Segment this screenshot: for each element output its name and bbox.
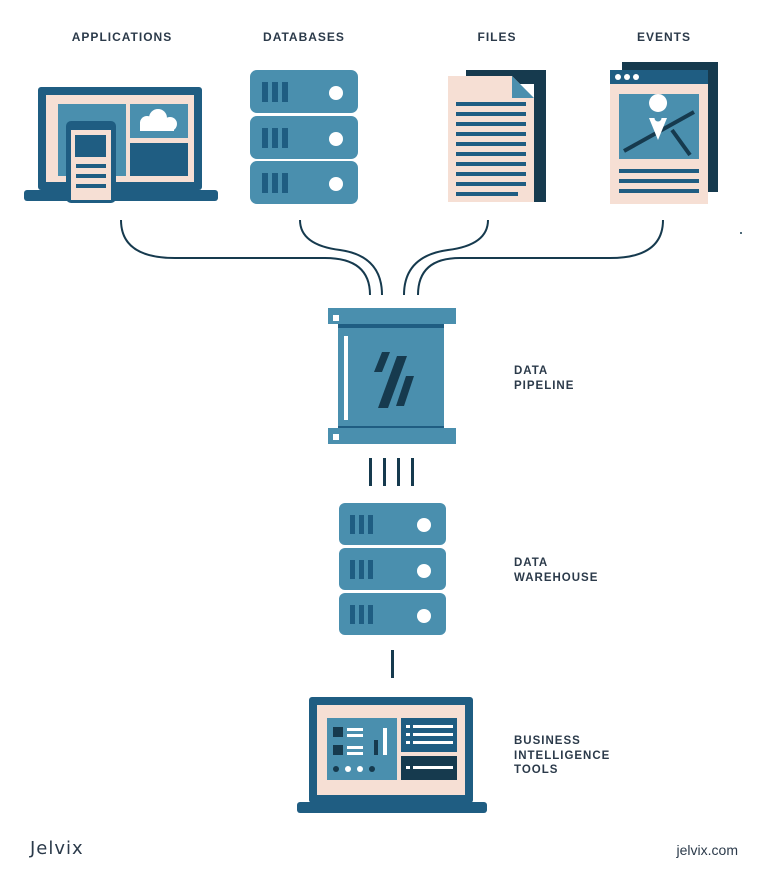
stage-label-data-warehouse: DATA WAREHOUSE <box>514 557 599 584</box>
site-url: jelvix.com <box>676 842 738 858</box>
events-window-icon <box>610 62 718 204</box>
data-pipeline-icon <box>328 308 456 444</box>
brand-logo: Jelvix <box>30 838 84 859</box>
databases-server-icon <box>250 70 358 204</box>
pipeline-to-warehouse-connector <box>369 458 414 486</box>
source-label-databases: DATABASES <box>263 30 345 44</box>
files-document-icon <box>448 70 546 202</box>
stage-label-data-pipeline: DATA PIPELINE <box>514 365 575 392</box>
applications-laptop-icon <box>24 87 218 203</box>
stage-label-bi-tools: BUSINESS INTELLIGENCE TOOLS <box>514 735 611 776</box>
stray-dot <box>740 232 742 234</box>
bi-tools-laptop-icon <box>297 697 487 813</box>
warehouse-to-bi-connector <box>391 650 394 678</box>
source-label-files: FILES <box>477 30 517 44</box>
source-connectors <box>120 219 664 296</box>
source-label-events: EVENTS <box>636 30 691 44</box>
data-warehouse-server-icon <box>339 503 446 635</box>
source-label-applications: APPLICATIONS <box>71 30 173 44</box>
